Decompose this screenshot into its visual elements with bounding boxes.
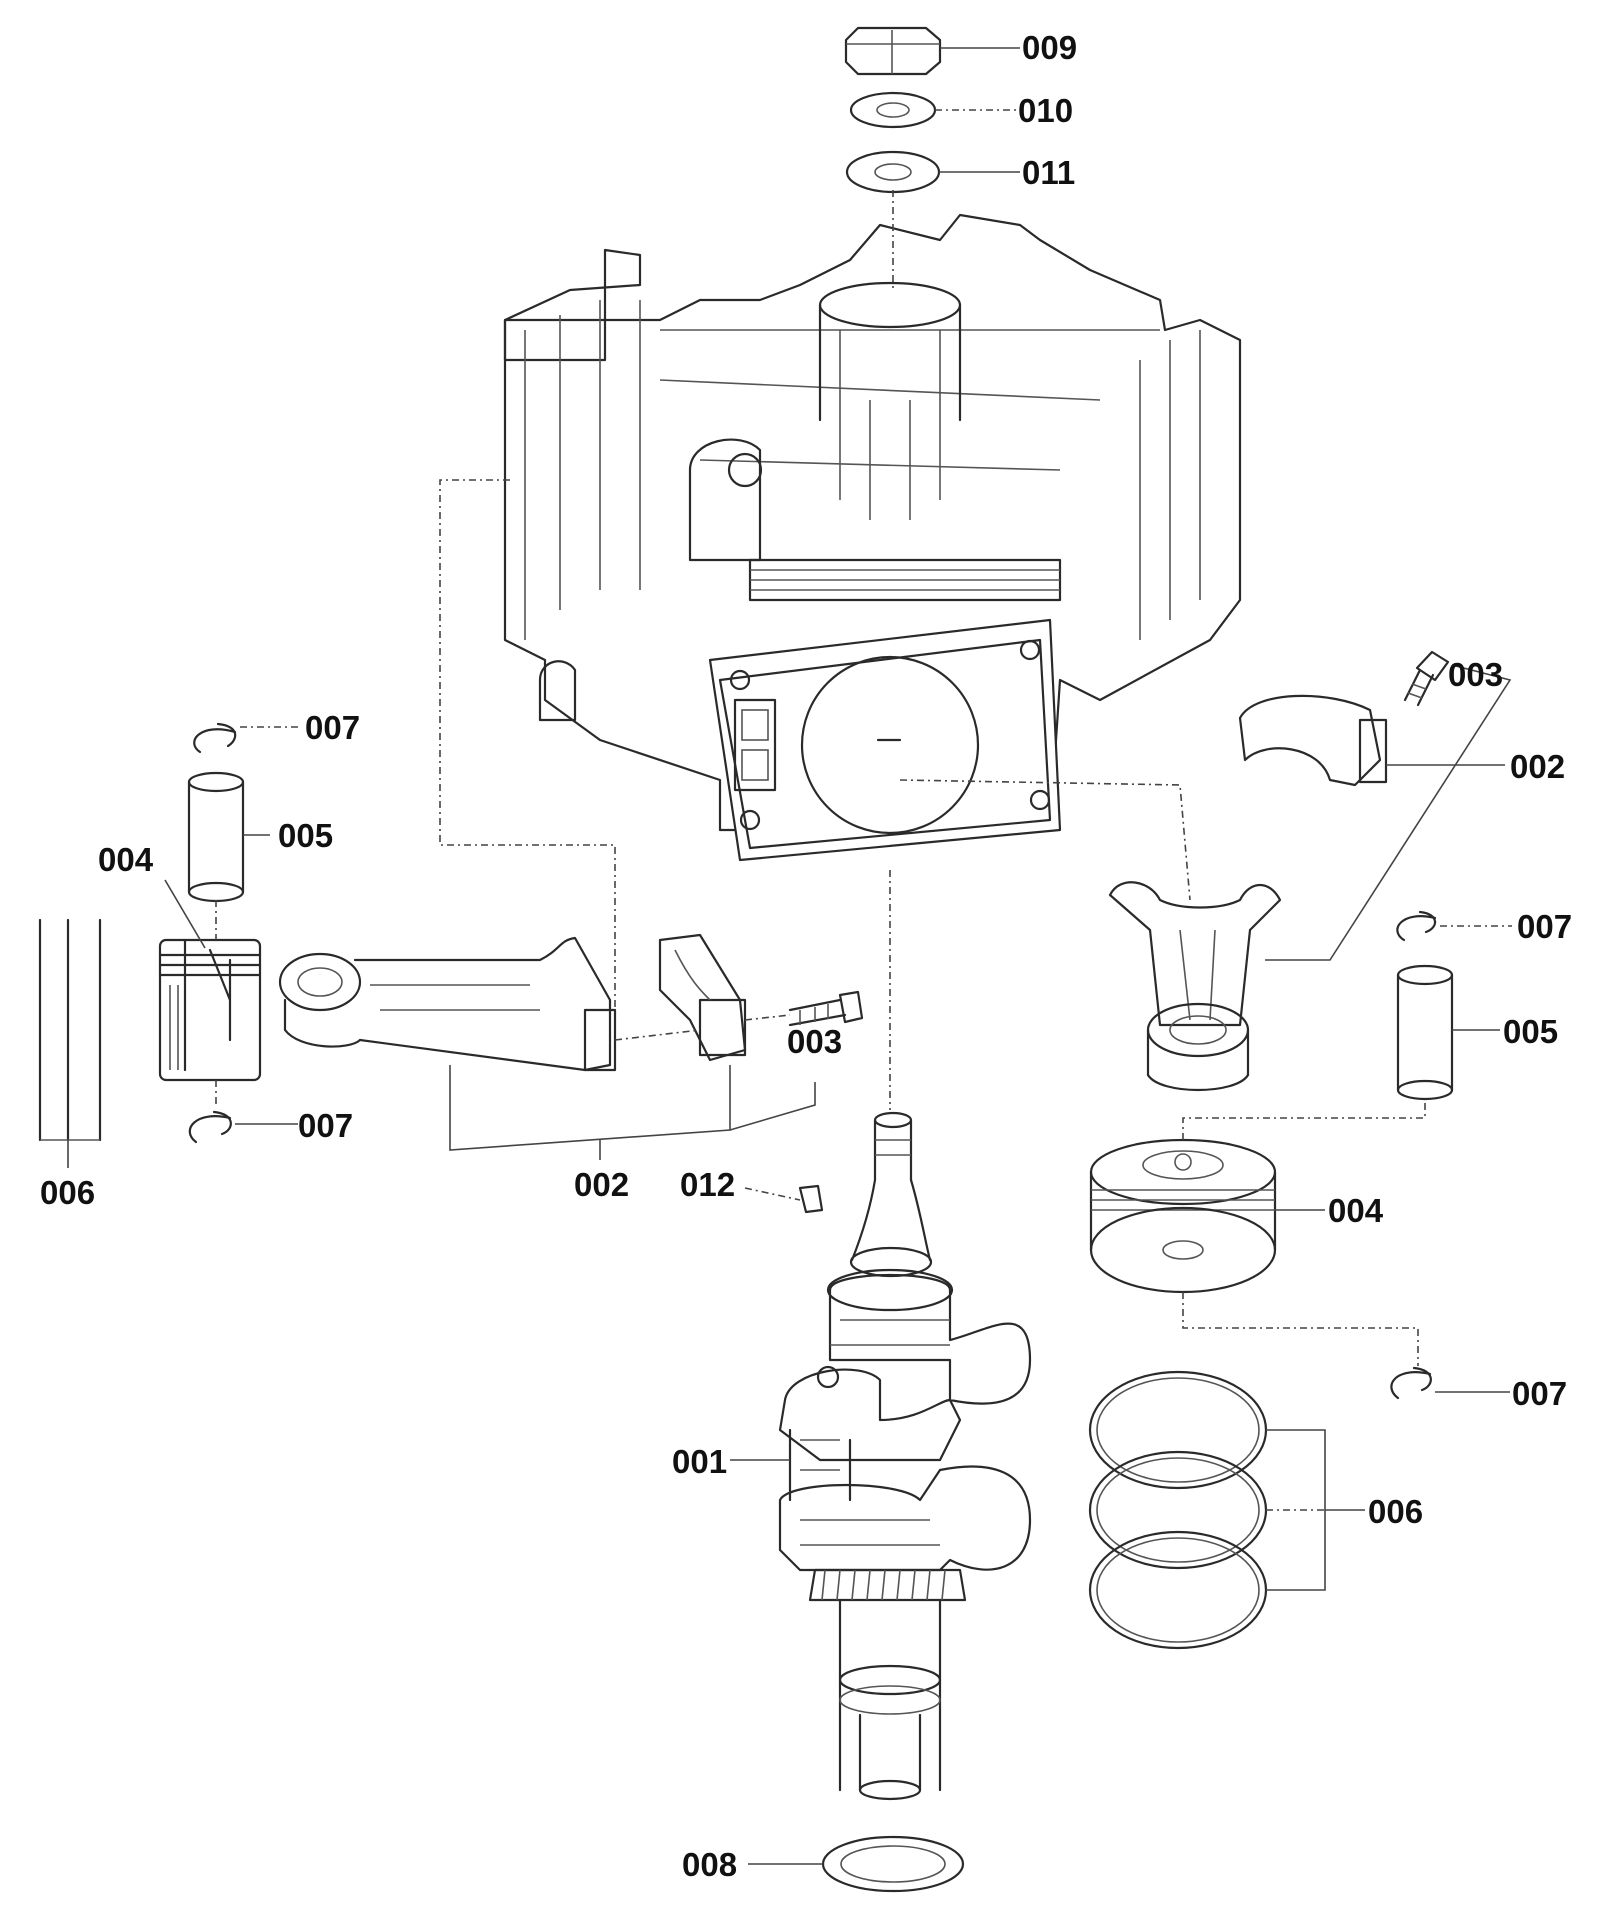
circlip-007-right-top (1396, 910, 1437, 942)
piston-rings-006-right (1088, 1370, 1268, 1650)
callout-005-left: 005 (278, 817, 333, 854)
callout-009: 009 (1022, 29, 1077, 66)
callout-002-right: 002 (1510, 748, 1565, 785)
circlip-007-left-top (193, 722, 237, 754)
callout-001: 001 (672, 1443, 727, 1480)
callout-006-right: 006 (1368, 1493, 1423, 1530)
leader-lines (67, 47, 1512, 1865)
callout-004-left: 004 (98, 841, 154, 878)
piston-pin-005-right (1396, 964, 1454, 1101)
callout-007-left-top: 007 (305, 709, 360, 746)
rod-cap-left (658, 933, 747, 1062)
callout-007-left-bottom: 007 (298, 1107, 353, 1144)
callout-003-left: 003 (787, 1023, 842, 1060)
circlip-007-right-bottom (1390, 1366, 1432, 1400)
callout-007-right-bottom: 007 (1512, 1375, 1567, 1412)
callout-005-right: 005 (1503, 1013, 1558, 1050)
woodruff-key-012 (798, 1184, 824, 1214)
callout-006-left: 006 (40, 1174, 95, 1211)
callout-008: 008 (682, 1846, 737, 1883)
rod-bolt-003-right (1403, 650, 1450, 707)
connecting-rod-002-left (278, 936, 617, 1072)
piston-004-right (1089, 1138, 1277, 1294)
oil-seal-008 (821, 1835, 965, 1893)
crankshaft-001 (778, 1111, 1032, 1801)
callout-007-right-top: 007 (1517, 908, 1572, 945)
callout-010: 010 (1018, 92, 1073, 129)
callout-002-left: 002 (574, 1166, 629, 1203)
washer-011 (845, 150, 941, 194)
callout-012: 012 (680, 1166, 735, 1203)
callout-labels: 009 010 011 003 002 007 005 004 007 005 … (40, 29, 1572, 1883)
callout-003-right: 003 (1448, 656, 1503, 693)
nut-009 (844, 26, 942, 76)
washer-010 (849, 91, 937, 129)
piston-rings-006-left (38, 918, 102, 1142)
connecting-rod-002-right (1108, 881, 1282, 1092)
piston-004-left (158, 938, 262, 1082)
rod-cap-right (1238, 694, 1388, 787)
rod-bolt-003-left (788, 990, 864, 1027)
crankcase-block (503, 213, 1242, 862)
piston-pin-005-left (187, 771, 245, 903)
circlip-007-left-bottom (188, 1110, 232, 1144)
callout-011: 011 (1022, 154, 1075, 191)
callout-004-right: 004 (1328, 1192, 1384, 1229)
